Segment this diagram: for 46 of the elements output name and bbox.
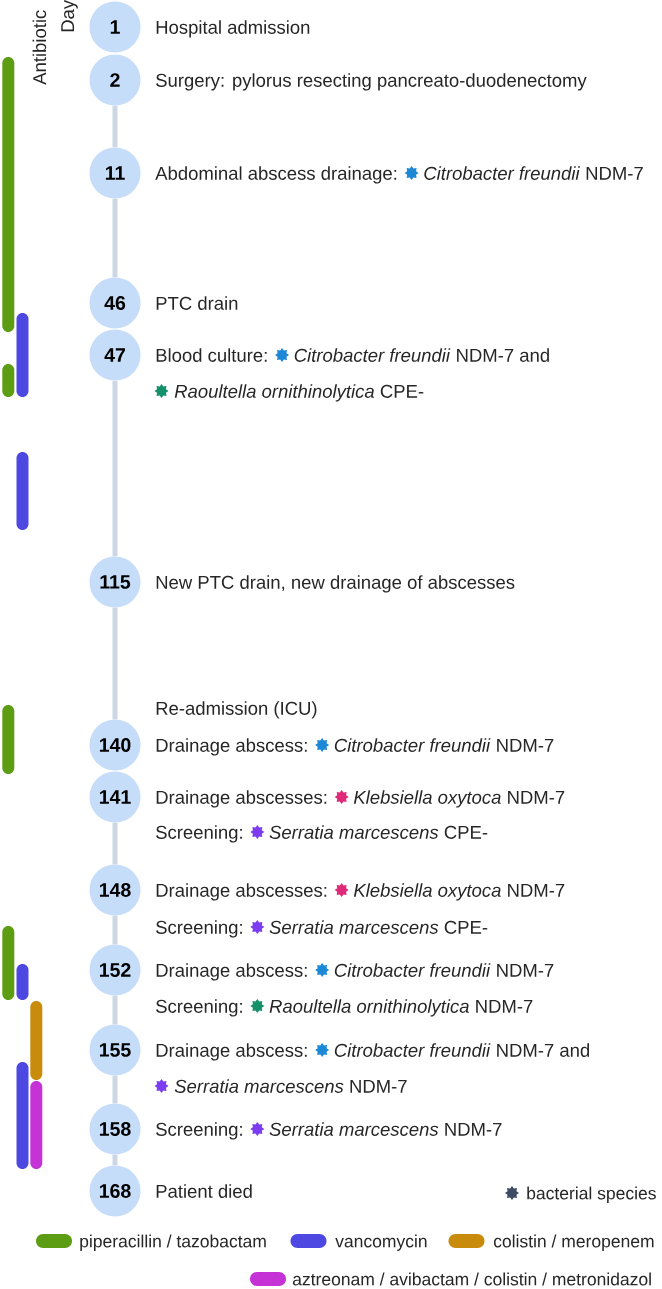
event-text: Klebsiella oxytoca NDM-7 <box>353 883 565 901</box>
event-text: Screening: <box>156 1122 242 1140</box>
event-text: Drainage abscesses: <box>156 883 327 901</box>
event-text: Drainage abscess: <box>156 738 307 756</box>
event-text: Citrobacter freundii NDM-7 <box>334 738 554 752</box>
legend-text: bacterial species <box>527 1186 656 1203</box>
event-text: Screening: <box>156 825 242 843</box>
legend-text: vancomycin <box>335 1234 427 1251</box>
event-text: Citrobacter freundii NDM-7 and <box>334 1043 590 1057</box>
timeline-line <box>112 607 118 720</box>
legend-text: piperacillin / tazobactam <box>80 1234 266 1251</box>
event-text: Screening: <box>156 920 242 938</box>
event-text: Serratia marcescens NDM-7 <box>269 1122 502 1136</box>
event-text: Drainage abscesses: <box>156 790 327 808</box>
event-text: Raoultella ornithinolytica CPE- <box>174 384 424 402</box>
event-text: Surgery: pylorus resecting pancreato-duodenectomy <box>156 73 587 91</box>
event-text: PTC drain <box>156 296 238 310</box>
timeline-line <box>112 105 118 148</box>
timeline-line <box>112 822 118 865</box>
timeline-line <box>112 198 118 278</box>
event-text: Drainage abscess: <box>156 963 307 981</box>
column-heading: Day <box>61 0 78 32</box>
timeline-line <box>112 995 118 1025</box>
timeline-line <box>112 380 118 557</box>
event-text: Screening: <box>156 999 242 1017</box>
column-heading: Antibiotic <box>32 10 47 85</box>
event-text: Serratia marcescens CPE- <box>269 825 488 839</box>
legend-text: aztreonam / avibactam / colistin / metronidazol <box>292 1272 651 1286</box>
event-text: Raoultella ornithinolytica NDM-7 <box>269 999 533 1017</box>
event-text: Abdominal abscess drainage: <box>155 166 397 184</box>
event-text: Serratia marcescens CPE- <box>269 920 488 934</box>
event-text: Citrobacter freundii NDM-7 <box>424 166 643 180</box>
event-text: Blood culture: <box>156 348 267 362</box>
legend-text: colistin / meropenem <box>493 1234 654 1251</box>
event-text: Klebsiella oxytoca NDM-7 <box>353 790 565 808</box>
event-text: New PTC drain, new drainage of abscesses <box>156 575 515 593</box>
timeline-line <box>112 915 118 945</box>
timeline-line <box>112 1154 118 1166</box>
event-text: Hospital admission <box>156 20 310 38</box>
event-text: Drainage abscess: <box>156 1043 307 1061</box>
timeline-line <box>112 1075 118 1104</box>
event-text: Patient died <box>156 1184 252 1198</box>
event-text: Citrobacter freundii NDM-7 <box>334 963 554 977</box>
event-text: Citrobacter freundii NDM-7 and <box>294 348 549 362</box>
event-text: Re-admission (ICU) <box>156 701 317 719</box>
event-text: Serratia marcescens NDM-7 <box>174 1079 407 1093</box>
